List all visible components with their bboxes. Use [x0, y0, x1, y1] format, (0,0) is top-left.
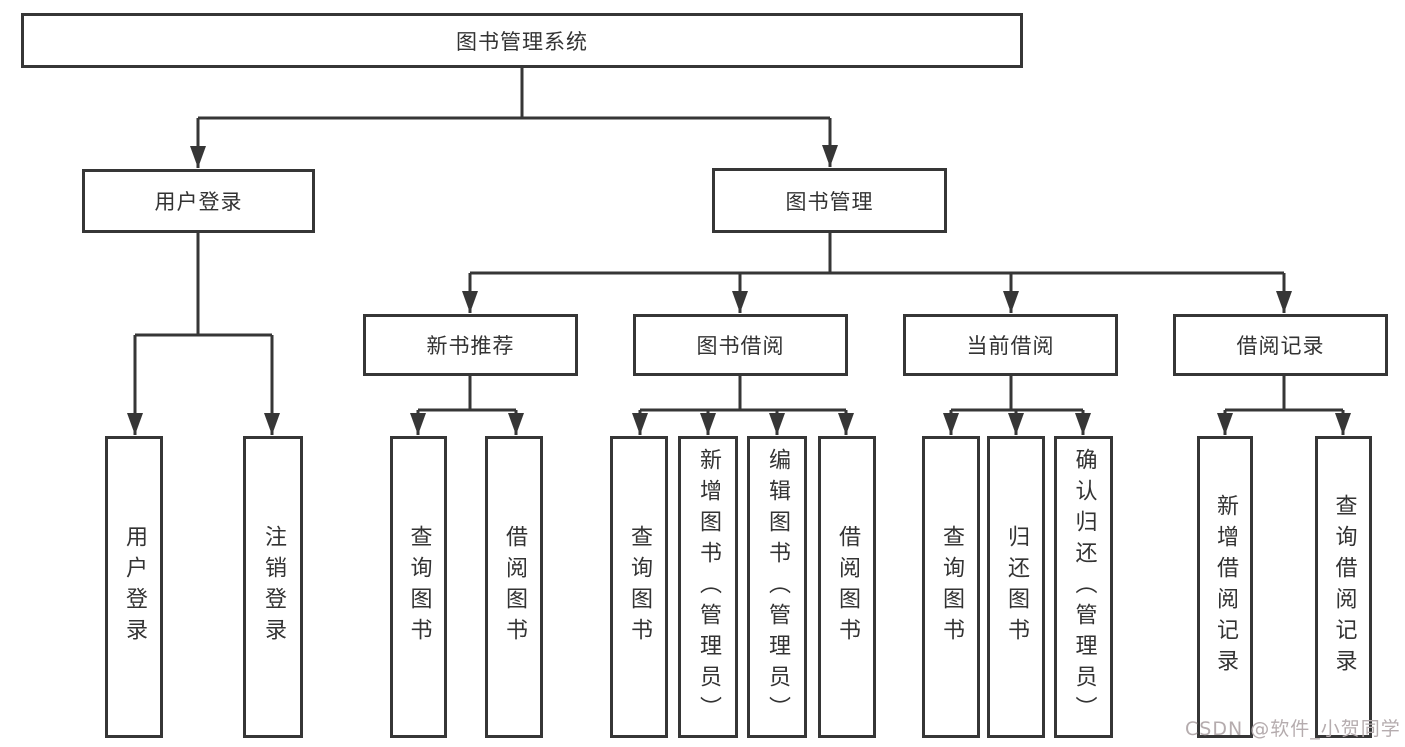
node-label: 新增借阅记录 [1213, 494, 1238, 680]
node-leaf-query-book-borrow: 查询图书 [610, 436, 668, 738]
node-borrow-records: 借阅记录 [1173, 314, 1388, 376]
csdn-watermark: CSDN @软件_小贺同学 [1185, 718, 1401, 740]
node-label: 注销登录 [261, 525, 286, 649]
node-leaf-query-book-current: 查询图书 [922, 436, 980, 738]
connector-root-level2 [198, 68, 830, 120]
connector-mgmt-branch [470, 233, 1284, 275]
node-label: 编辑图书（管理员） [765, 447, 790, 727]
node-leaf-borrow-book: 借阅图书 [818, 436, 876, 738]
node-label: 查询借阅记录 [1331, 494, 1357, 680]
connector-newbook-branch [418, 376, 516, 412]
node-new-book-recommend: 新书推荐 [363, 314, 578, 376]
node-label: 借阅图书 [502, 525, 527, 649]
node-user-login: 用户登录 [82, 169, 315, 233]
node-leaf-user-login: 用户登录 [105, 436, 163, 738]
node-leaf-add-borrow-record: 新增借阅记录 [1197, 436, 1253, 738]
node-label: 新书推荐 [426, 334, 515, 358]
node-root-system: 图书管理系统 [21, 13, 1023, 68]
node-leaf-logout: 注销登录 [243, 436, 303, 738]
node-label: 图书借阅 [696, 334, 785, 358]
node-label: 借阅图书 [835, 525, 860, 649]
node-leaf-return-book: 归还图书 [987, 436, 1045, 738]
node-label: 查询图书 [406, 525, 432, 649]
node-label: 用户登录 [122, 525, 147, 649]
node-leaf-add-book-admin: 新增图书（管理员） [678, 436, 738, 738]
node-label: 用户登录 [154, 190, 243, 214]
node-leaf-query-book-recommend: 查询图书 [390, 436, 447, 738]
node-book-management: 图书管理 [712, 168, 947, 233]
node-leaf-confirm-return-admin: 确认归还（管理员） [1054, 436, 1113, 738]
connector-current-branch [951, 376, 1083, 412]
node-label: 借阅记录 [1236, 334, 1325, 358]
node-leaf-edit-book-admin: 编辑图书（管理员） [747, 436, 807, 738]
node-current-borrow: 当前借阅 [903, 314, 1118, 376]
node-label: 查询图书 [939, 525, 964, 649]
node-label: 当前借阅 [966, 334, 1055, 358]
connector-borrow-branch [640, 376, 846, 412]
node-book-borrow: 图书借阅 [633, 314, 848, 376]
node-leaf-borrow-book-recommend: 借阅图书 [485, 436, 543, 738]
node-label: 图书管理系统 [456, 29, 588, 54]
node-label: 查询图书 [627, 525, 652, 649]
node-label: 确认归还（管理员） [1071, 447, 1097, 727]
node-label: 归还图书 [1004, 525, 1029, 649]
connector-records-branch [1225, 376, 1343, 412]
node-leaf-query-borrow-record: 查询借阅记录 [1315, 436, 1372, 738]
connector-login-branch [135, 233, 272, 337]
node-label: 新增图书（管理员） [696, 447, 721, 727]
node-label: 图书管理 [785, 189, 874, 214]
